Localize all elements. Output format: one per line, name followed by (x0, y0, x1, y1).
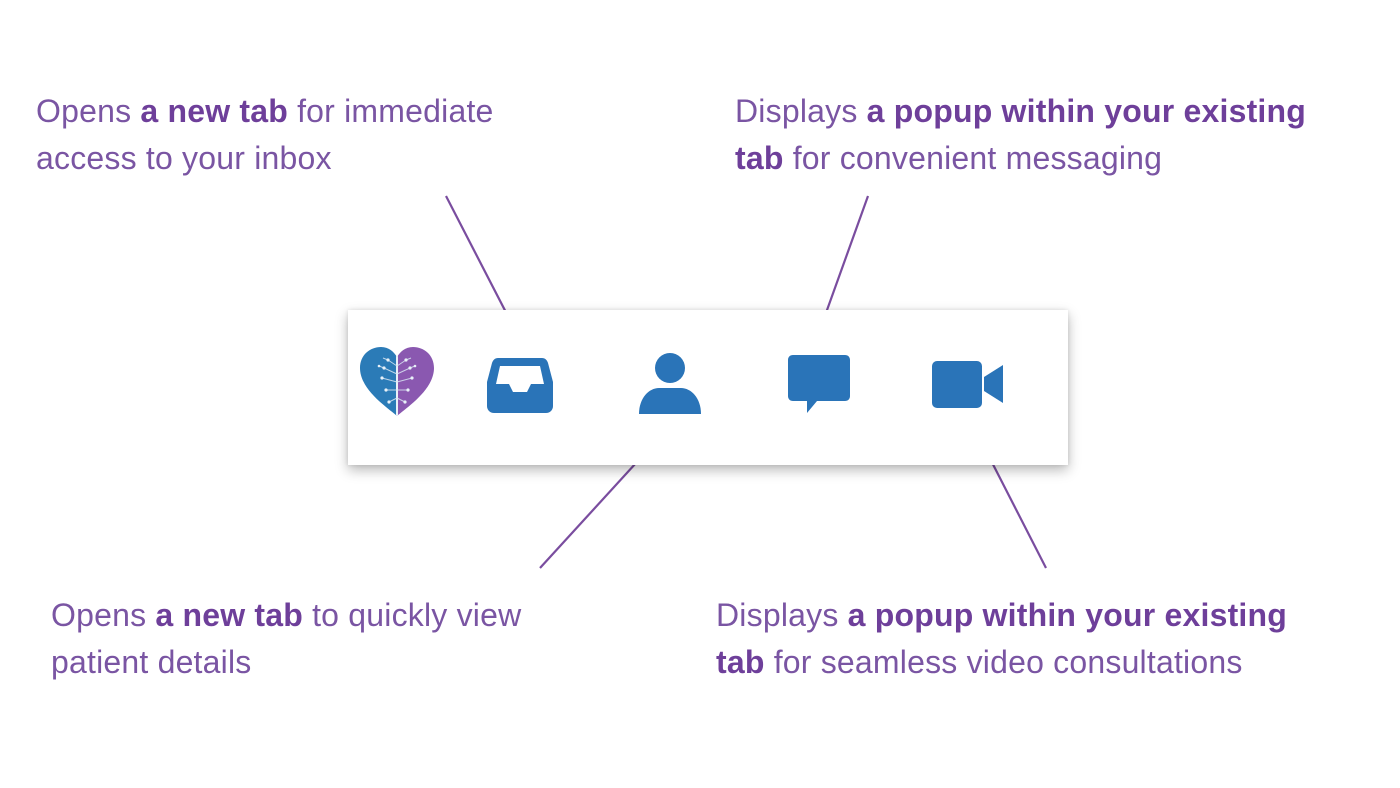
inbox-callout-line-2: access to your inbox (36, 140, 332, 176)
patient-callout: Opens a new tab to quickly view patient … (51, 592, 521, 686)
video-callout-post: for seamless video consultations (764, 644, 1243, 680)
video-call-button[interactable] (928, 354, 1008, 414)
chat-bubble-icon (788, 355, 850, 413)
inbox-leader-line (445, 195, 513, 325)
chat-callout: Displays a popup within your existing ta… (735, 88, 1306, 182)
patient-callout-line-1: Opens a new tab to quickly view (51, 592, 521, 639)
patient-callout-bold: a new tab (155, 597, 303, 633)
chat-callout-line-2: tab for convenient messaging (735, 135, 1306, 182)
chat-callout-line-1: Displays a popup within your existing (735, 88, 1306, 135)
patient-callout-post: to quickly view (303, 597, 522, 633)
app-toolbar (348, 310, 1068, 465)
video-callout: Displays a popup within your existing ta… (716, 592, 1287, 686)
chat-callout-post: for convenient messaging (783, 140, 1163, 176)
inbox-callout-line-1: Opens a new tab for immediate (36, 88, 494, 135)
patient-callout-line-2: patient details (51, 644, 252, 680)
patient-callout-pre: Opens (51, 597, 156, 633)
video-callout-line-2: tab for seamless video consultations (716, 639, 1287, 686)
video-callout-bold-2: tab (716, 644, 765, 680)
inbox-callout-bold: a new tab (140, 93, 288, 129)
chat-callout-pre: Displays (735, 93, 867, 129)
video-callout-line-1: Displays a popup within your existing (716, 592, 1287, 639)
video-camera-icon (932, 361, 1003, 408)
inbox-callout-pre: Opens (36, 93, 141, 129)
inbox-callout: Opens a new tab for immediate access to … (36, 88, 494, 182)
inbox-tray-icon (487, 358, 553, 413)
patient-button[interactable] (634, 348, 706, 420)
chat-leader-line (820, 195, 870, 325)
video-callout-bold: a popup within your existing (847, 597, 1288, 633)
chat-button[interactable] (784, 350, 854, 418)
inbox-button[interactable] (484, 350, 556, 418)
video-callout-pre: Displays (716, 597, 848, 633)
chat-callout-bold-2: tab (735, 140, 784, 176)
user-icon (639, 353, 701, 414)
heart-logo-icon (358, 346, 436, 418)
chat-callout-bold: a popup within your existing (866, 93, 1307, 129)
inbox-callout-post: for immediate (288, 93, 494, 129)
